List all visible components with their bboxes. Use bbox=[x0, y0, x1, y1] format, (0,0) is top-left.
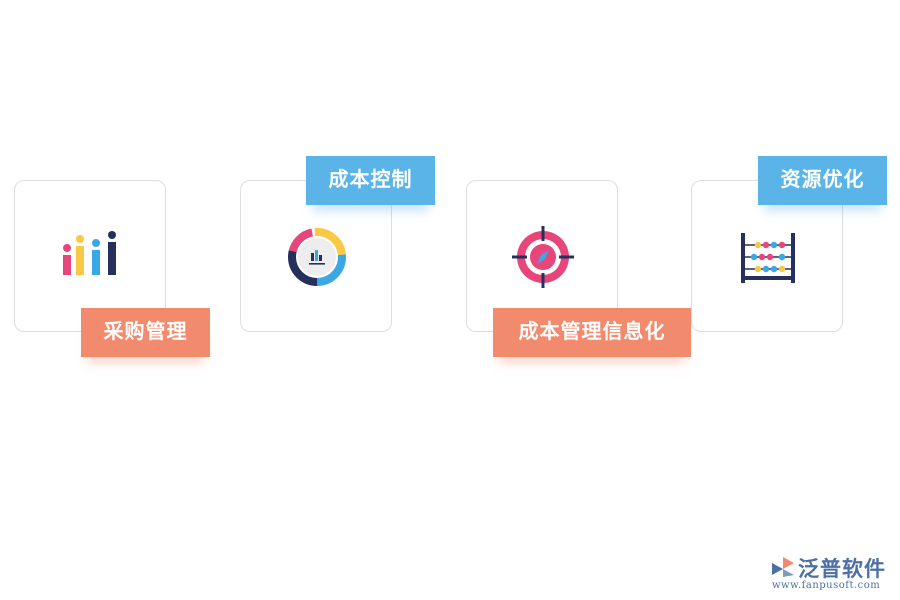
brand-url: www.fanpusoft.com bbox=[772, 580, 881, 591]
donut-chart-icon bbox=[288, 228, 346, 286]
card-cost-control bbox=[240, 180, 392, 332]
label-resource-optimization: 资源优化 bbox=[758, 156, 887, 205]
target-compass-icon bbox=[512, 226, 574, 288]
label-procurement: 采购管理 bbox=[81, 308, 210, 357]
label-cost-control: 成本控制 bbox=[306, 156, 435, 205]
brand-name: 泛普软件 bbox=[798, 557, 886, 581]
brand-mark-icon bbox=[772, 557, 794, 577]
brand-logo: 泛普软件 www.fanpusoft.com bbox=[770, 553, 895, 593]
label-cost-management-informatization: 成本管理信息化 bbox=[493, 308, 691, 357]
card-resource-optimization bbox=[691, 180, 843, 332]
bar-chart-icon bbox=[63, 231, 116, 275]
card-procurement bbox=[14, 180, 166, 332]
card-cost-management-informatization bbox=[466, 180, 618, 332]
abacus-icon bbox=[741, 233, 795, 283]
